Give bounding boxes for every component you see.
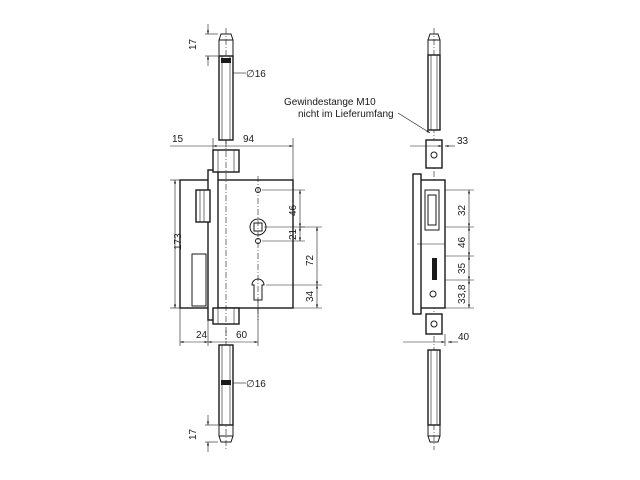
note-line2: nicht im Lieferumfang [298, 109, 394, 120]
dim-33: 33 [410, 136, 469, 152]
svg-text:∅16: ∅16 [246, 69, 266, 80]
bottom-rod [218, 330, 234, 450]
dim-17-top: 17 [188, 24, 218, 66]
side-view: Gewindestange M10 nicht im Lieferumfang … [284, 28, 474, 450]
svg-text:21: 21 [288, 228, 299, 240]
dim-side-40: 40 [403, 332, 470, 346]
dim-dia16-bottom: ∅16 [233, 379, 266, 390]
svg-text:17: 17 [188, 38, 199, 50]
dim-94: 94 [213, 134, 294, 180]
svg-text:∅16: ∅16 [246, 379, 266, 390]
front-view: 17 ∅16 15 94 173 46 [170, 24, 322, 452]
dim-side-35: 35 [445, 256, 474, 281]
note-line1: Gewindestange M10 [284, 97, 376, 108]
svg-text:32: 32 [457, 204, 468, 216]
dim-15: 15 [170, 134, 214, 150]
dim-21: 21 [262, 227, 305, 242]
svg-text:46: 46 [288, 204, 299, 216]
dim-side-32: 32 [445, 189, 474, 228]
svg-text:46: 46 [457, 236, 468, 248]
dim-17-bottom: 17 [188, 415, 218, 452]
lock-body [179, 140, 294, 340]
svg-text:94: 94 [243, 134, 255, 145]
side-bottom-rod [425, 313, 443, 443]
dim-72: 72 [266, 226, 322, 286]
svg-text:15: 15 [172, 134, 184, 145]
dim-34: 34 [293, 285, 322, 309]
svg-text:35: 35 [457, 262, 468, 274]
side-body [412, 173, 446, 315]
svg-text:17: 17 [188, 428, 199, 440]
dim-46: 46 [262, 189, 305, 228]
svg-text:72: 72 [305, 254, 316, 266]
dim-60: 60 [208, 300, 259, 346]
dim-173: 173 [170, 179, 184, 309]
dim-side-46: 46 [445, 227, 474, 257]
cylinder-keyhole [251, 278, 265, 301]
svg-text:34: 34 [305, 290, 316, 302]
dim-side-33-8: 33,8 [445, 280, 474, 309]
svg-text:33: 33 [457, 136, 469, 147]
dim-dia16-top: ∅16 [233, 69, 266, 80]
svg-text:40: 40 [458, 332, 470, 343]
svg-text:60: 60 [236, 330, 248, 341]
top-rod [218, 28, 234, 148]
note-threaded-rod: Gewindestange M10 nicht im Lieferumfang [284, 97, 431, 134]
svg-text:24: 24 [196, 330, 208, 341]
svg-text:33,8: 33,8 [457, 284, 468, 304]
side-top-rod [425, 33, 443, 169]
dim-24: 24 [179, 308, 209, 346]
svg-text:173: 173 [173, 233, 184, 250]
